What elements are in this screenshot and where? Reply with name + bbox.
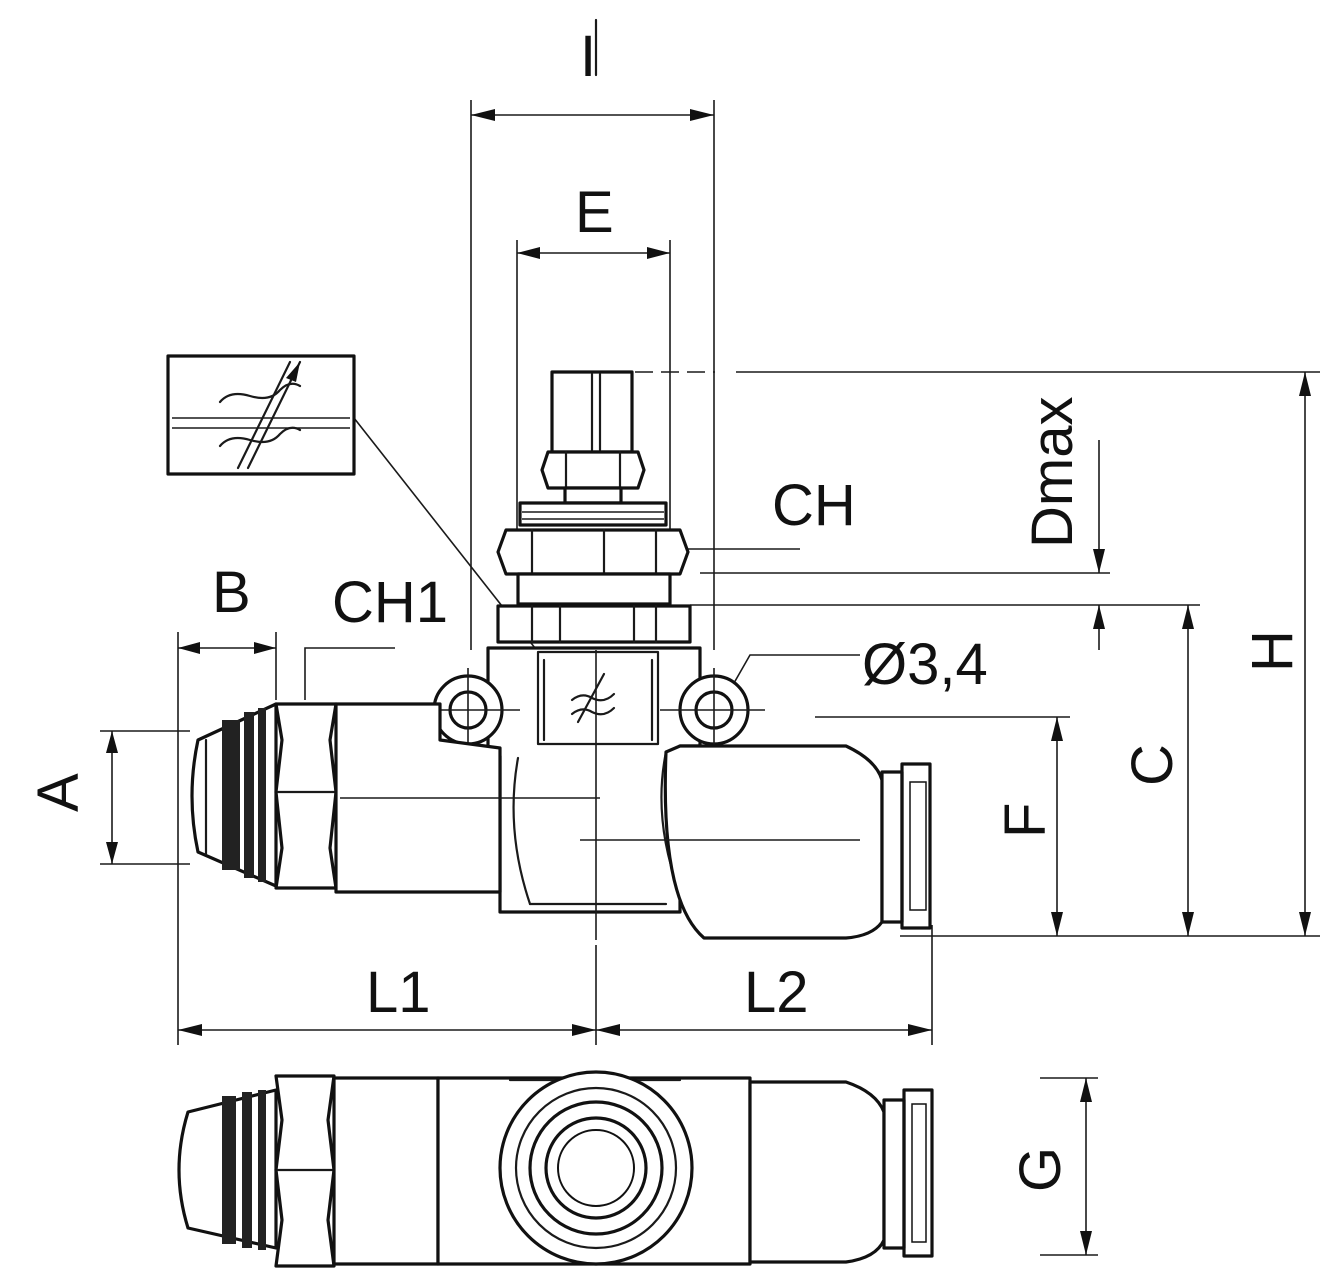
label-CH1: CH1 [332,570,448,635]
dimension-lines [100,18,1320,1256]
label-F: F [993,803,1058,838]
label-I: I [580,24,596,89]
label-A: A [26,773,91,812]
valve-bottom-view [177,1070,934,1268]
label-L1: L1 [366,960,431,1025]
label-E: E [575,180,614,245]
valve-front-view [190,370,932,940]
label-CH: CH [772,473,856,538]
label-B: B [212,560,251,625]
label-hole-diameter: Ø3,4 [862,632,988,697]
label-Dmax: Dmax [1020,397,1085,548]
label-H: H [1240,630,1305,672]
label-L2: L2 [744,960,809,1025]
label-G: G [1008,1147,1073,1192]
label-C: C [1120,744,1185,786]
dimension-labels: I E CH Dmax H B CH1 Ø3,4 A F C L1 L2 G [26,24,1305,1192]
flow-regulator-symbol-icon [166,354,356,476]
